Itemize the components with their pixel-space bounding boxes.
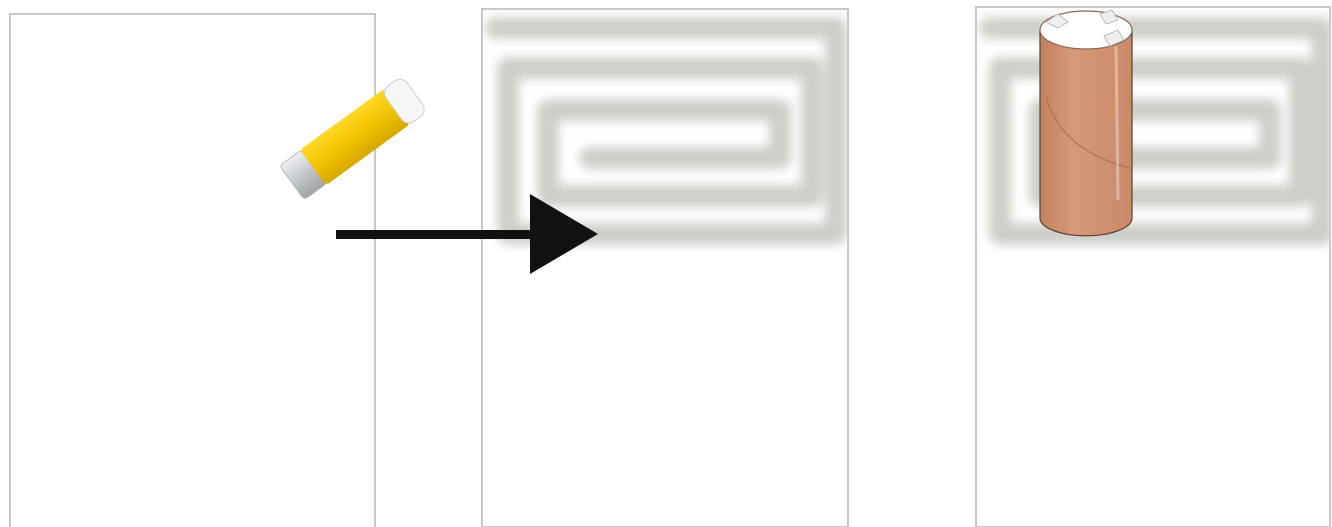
cardboard-tube-icon	[1040, 10, 1132, 236]
panel-paper-with-tube	[976, 7, 1330, 527]
paper-sheet	[10, 14, 375, 527]
panel-blank-paper	[10, 14, 375, 527]
paper-sheet	[976, 7, 1330, 527]
